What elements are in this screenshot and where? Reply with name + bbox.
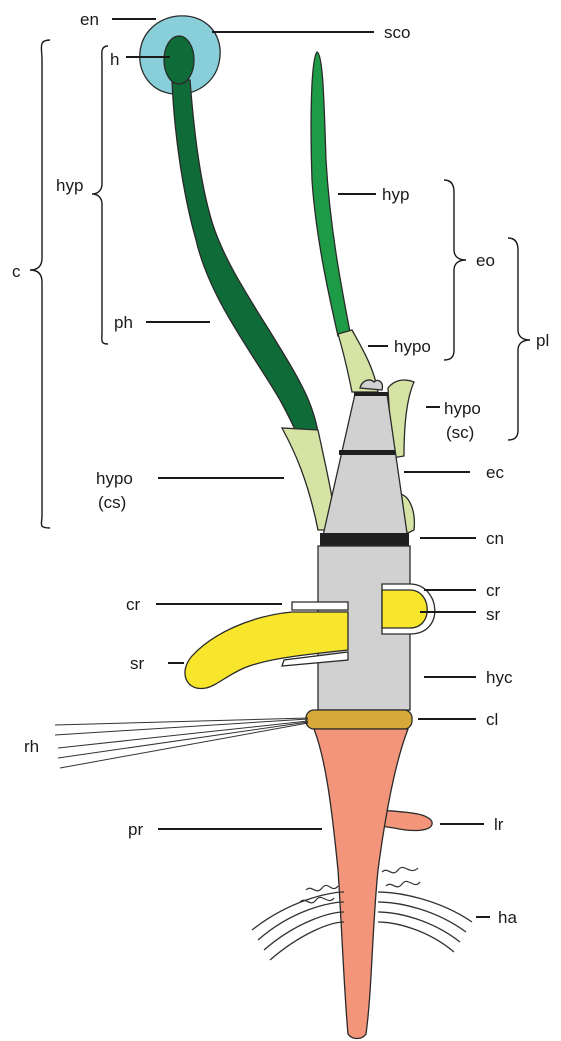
bracket-c bbox=[30, 40, 50, 528]
label-rh: rh bbox=[24, 737, 39, 756]
apex-tip-shape bbox=[360, 380, 382, 390]
label-sc: (sc) bbox=[446, 423, 474, 442]
label-c: c bbox=[12, 262, 21, 281]
label-cs: (cs) bbox=[98, 493, 126, 512]
collar-band bbox=[306, 710, 412, 729]
label-hyp-right: hyp bbox=[382, 185, 409, 204]
cone-top-band bbox=[354, 392, 388, 396]
h-knob-shape bbox=[164, 36, 194, 84]
seminal-root-right-shape bbox=[382, 590, 427, 628]
label-cn: cn bbox=[486, 529, 504, 548]
cone-mid-band bbox=[339, 450, 395, 455]
label-cr-right: cr bbox=[486, 581, 501, 600]
label-hypo-sc: hypo bbox=[444, 399, 481, 418]
bracket-eo bbox=[444, 180, 466, 360]
label-hyc: hyc bbox=[486, 668, 513, 687]
root-hair-lines bbox=[55, 718, 308, 768]
coleoptilar-node-band bbox=[320, 533, 409, 546]
label-sr-left: sr bbox=[130, 654, 145, 673]
label-cr-left: cr bbox=[126, 595, 141, 614]
bracket-hyp bbox=[92, 46, 108, 344]
label-eo: eo bbox=[476, 251, 495, 270]
label-pr: pr bbox=[128, 820, 143, 839]
coleorhiza-left bbox=[292, 602, 348, 610]
label-en: en bbox=[80, 10, 99, 29]
label-hypo-cs: hypo bbox=[96, 469, 133, 488]
primary-root-shape bbox=[314, 729, 408, 1039]
label-ha: ha bbox=[498, 908, 517, 927]
dark-shoot-shape bbox=[172, 80, 318, 440]
label-pl: pl bbox=[536, 331, 549, 350]
label-h: h bbox=[110, 50, 119, 69]
label-lr: lr bbox=[494, 815, 504, 834]
label-hypo-upper: hypo bbox=[394, 337, 431, 356]
lateral-root-shape bbox=[380, 810, 432, 830]
bracket-pl bbox=[508, 238, 530, 440]
label-ec: ec bbox=[486, 463, 504, 482]
label-cl: cl bbox=[486, 710, 498, 729]
label-hyp-left: hyp bbox=[56, 176, 83, 195]
label-ph: ph bbox=[114, 313, 133, 332]
label-sr-right: sr bbox=[486, 605, 501, 624]
label-sco: sco bbox=[384, 23, 410, 42]
